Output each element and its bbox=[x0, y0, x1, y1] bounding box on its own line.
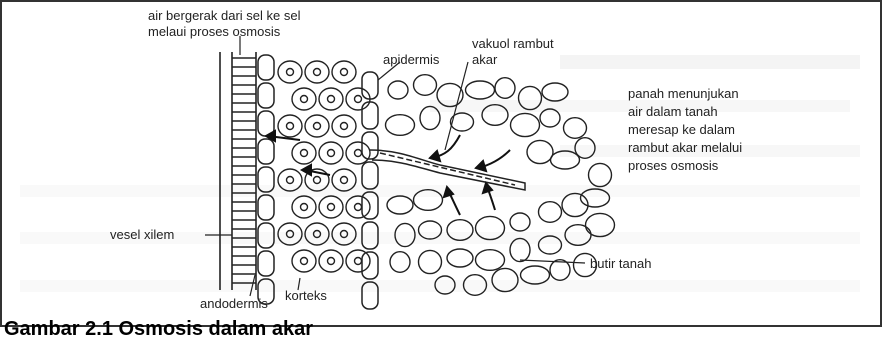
cortex-cell bbox=[332, 115, 356, 137]
cortex-cell bbox=[305, 61, 329, 83]
label-arrow-note-3: meresap ke dalam bbox=[628, 122, 735, 137]
cortex-cell bbox=[292, 196, 316, 218]
cortex-cell bbox=[319, 88, 343, 110]
cortex-nucleus bbox=[287, 123, 294, 130]
cortex-cell bbox=[319, 196, 343, 218]
endodermis-cell bbox=[258, 83, 274, 108]
label-arrow-note-4: rambut akar melalui bbox=[628, 140, 742, 155]
epidermis-cell bbox=[362, 252, 378, 279]
soil-grain bbox=[542, 83, 568, 101]
cortex-nucleus bbox=[314, 123, 321, 130]
cortex-nucleus bbox=[314, 177, 321, 184]
soil-grain bbox=[539, 202, 562, 223]
soil-grain bbox=[447, 249, 473, 267]
label-water-movement-1: air bergerak dari sel ke sel bbox=[148, 8, 301, 23]
epidermis-cell bbox=[362, 102, 378, 129]
label-root-hair-vacuole-1: vakuol rambut bbox=[472, 36, 554, 51]
cortex-nucleus bbox=[355, 150, 362, 157]
cortex-nucleus bbox=[341, 177, 348, 184]
label-root-hair-vacuole-2: akar bbox=[472, 52, 498, 67]
soil-grain bbox=[388, 81, 408, 99]
soil-grain bbox=[414, 75, 437, 96]
endodermis-cells bbox=[258, 55, 274, 304]
soil-grain bbox=[527, 140, 553, 163]
cortex-cell bbox=[346, 196, 370, 218]
endodermis-cell bbox=[258, 55, 274, 80]
cortex-nucleus bbox=[301, 150, 308, 157]
soil-grain bbox=[419, 250, 442, 273]
label-xylem: vesel xilem bbox=[110, 227, 174, 242]
cortex-nucleus bbox=[341, 69, 348, 76]
soil-grain bbox=[550, 260, 570, 281]
soil-grain bbox=[466, 81, 495, 99]
soil-grain bbox=[564, 118, 587, 139]
cortex-nucleus bbox=[328, 258, 335, 265]
cortex-nucleus bbox=[341, 123, 348, 130]
label-epidermis: apidermis bbox=[383, 52, 440, 67]
cortex-nucleus bbox=[287, 177, 294, 184]
soil-grain bbox=[386, 115, 415, 136]
endodermis-cell bbox=[258, 195, 274, 220]
label-cortex: korteks bbox=[285, 288, 327, 303]
label-arrow-note-1: panah menunjukan bbox=[628, 86, 739, 101]
cortex-cell bbox=[319, 250, 343, 272]
label-endodermis: andodermis bbox=[200, 296, 268, 311]
epidermis-cell bbox=[362, 72, 378, 99]
soil-grain bbox=[390, 252, 410, 273]
cortex-cell bbox=[346, 142, 370, 164]
label-arrow-note-2: air dalam tanah bbox=[628, 104, 718, 119]
cortex-nucleus bbox=[355, 96, 362, 103]
cortex-nucleus bbox=[301, 258, 308, 265]
soil-grain bbox=[387, 196, 413, 214]
cortex-cell bbox=[305, 115, 329, 137]
label-soil-grain: butir tanah bbox=[590, 256, 651, 271]
xylem-vessel bbox=[220, 52, 256, 290]
endodermis-cell bbox=[258, 251, 274, 276]
cortex-cell bbox=[319, 142, 343, 164]
figure-caption: Gambar 2.1 Osmosis dalam akar bbox=[4, 318, 313, 341]
cortex-cell bbox=[292, 142, 316, 164]
cortex-cell bbox=[278, 115, 302, 137]
cortex-nucleus bbox=[301, 96, 308, 103]
cortex-nucleus bbox=[328, 204, 335, 211]
cortex-nucleus bbox=[287, 69, 294, 76]
label-water-movement-2: melaui proses osmosis bbox=[148, 24, 281, 39]
label-arrow-note-5: proses osmosis bbox=[628, 158, 719, 173]
cortex-cell bbox=[292, 88, 316, 110]
cortex-nucleus bbox=[314, 69, 321, 76]
soil-grain bbox=[476, 250, 505, 271]
cortex-nucleus bbox=[355, 258, 362, 265]
soil-grain bbox=[510, 213, 530, 231]
cortex-cell bbox=[292, 250, 316, 272]
cortex-nucleus bbox=[355, 204, 362, 211]
cortex-cell bbox=[346, 250, 370, 272]
cortex-nucleus bbox=[301, 204, 308, 211]
cortex-nucleus bbox=[328, 96, 335, 103]
soil-grain bbox=[511, 113, 540, 136]
cortex-cell bbox=[278, 61, 302, 83]
cortex-cell bbox=[332, 61, 356, 83]
soil-grain bbox=[589, 163, 612, 186]
epidermis-cell bbox=[362, 162, 378, 189]
soil-grain bbox=[495, 78, 515, 99]
endodermis-cell bbox=[258, 139, 274, 164]
cortex-nucleus bbox=[328, 150, 335, 157]
